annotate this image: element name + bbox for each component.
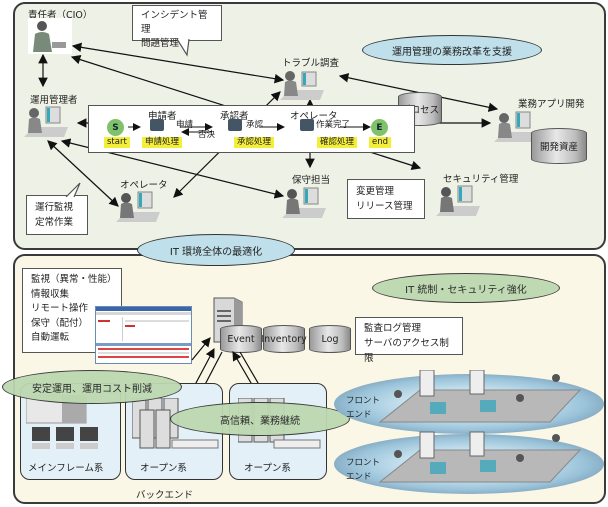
reliability-ellipse: 高信頼、業務継続 xyxy=(170,402,350,436)
actor-applicant: 申請者 xyxy=(148,111,177,122)
console-events xyxy=(98,348,189,360)
optimization-ellipse: IT 環境全体の最適化 xyxy=(137,234,295,266)
step-apply: 申請処理 xyxy=(142,137,183,148)
audit-box: 監査ログ管理 サーバのアクセス制限 xyxy=(355,317,463,364)
end-node: E xyxy=(371,119,388,136)
frontend-label-1: フロント エンド xyxy=(346,394,380,422)
operator-person-icon xyxy=(116,191,160,222)
function-item: リモート操作 xyxy=(31,303,89,314)
transition-apply: 申請 xyxy=(176,120,194,130)
audit-item: 監査ログ管理 xyxy=(364,323,422,334)
trouble-person-icon xyxy=(280,71,324,100)
callout-line: 定常作業 xyxy=(35,217,74,228)
transition-approve: 承認 xyxy=(246,120,264,130)
mainframe-icon xyxy=(26,395,98,449)
stable-ops-ellipse: 安定運用、運用コスト削減 xyxy=(2,370,182,404)
incident-callout: インシデント管理 問題管理 xyxy=(132,5,222,49)
actor-operator: オペレータ xyxy=(290,111,338,122)
frontend-label-line: エンド xyxy=(346,472,372,482)
backend-label: バックエンド xyxy=(136,490,194,501)
start-node: S xyxy=(107,119,124,136)
frontend-office-illustration xyxy=(378,370,582,483)
system-label-mainframe: メインフレーム系 xyxy=(28,463,104,474)
role-label-ops-manager: 運用管理者 xyxy=(30,95,78,106)
callout-line: リリース管理 xyxy=(356,201,413,212)
console-divider xyxy=(96,343,191,346)
frontend-label-2: フロント エンド xyxy=(346,456,380,484)
callout-line: 変更管理 xyxy=(356,186,395,197)
step-confirm: 確認処理 xyxy=(317,137,358,148)
role-label-security: セキュリティ管理 xyxy=(443,174,519,185)
function-item: 保守（配付） xyxy=(31,317,89,329)
frontend-label-line: エンド xyxy=(346,410,372,420)
audit-item: サーバのアクセス制限 xyxy=(364,338,449,364)
callout-tail xyxy=(65,182,81,197)
frontend-label-line: フロント xyxy=(346,396,381,406)
management-console-screenshot xyxy=(95,306,192,364)
dev-assets-database: 開発資産 xyxy=(531,128,587,164)
end-label: end xyxy=(369,137,392,148)
callout-line: 問題管理 xyxy=(141,38,180,49)
step-approve: 承認処理 xyxy=(234,137,275,148)
role-label-maintenance: 保守担当 xyxy=(292,175,331,186)
function-item: 自動運転 xyxy=(31,332,70,343)
monitoring-callout: 運行監視 定常作業 xyxy=(26,195,88,235)
ops-manager-person-icon xyxy=(24,106,68,137)
function-item: 監視（異常・性能） xyxy=(31,274,117,285)
cio-person-icon xyxy=(28,18,72,54)
system-label-open-2: オープン系 xyxy=(244,463,291,474)
role-label-trouble: トラブル調査 xyxy=(282,58,340,69)
workflow-arrows xyxy=(128,119,371,136)
console-list xyxy=(123,317,191,341)
function-item: 情報収集 xyxy=(31,288,70,300)
console-titlebar xyxy=(96,307,191,311)
transition-complete: 作業完了 xyxy=(316,120,351,130)
role-label-operator: オペレータ xyxy=(120,180,168,191)
callout-tail xyxy=(176,39,190,57)
role-label-cio: 責任者（CIO） xyxy=(28,10,93,21)
log-database: Log xyxy=(309,325,351,353)
inventory-database: Inventory xyxy=(261,325,307,353)
start-label: start xyxy=(104,137,130,148)
security-person-icon xyxy=(436,185,480,216)
console-menubar xyxy=(96,312,191,315)
maintenance-person-icon xyxy=(282,187,326,218)
callout-line: 運行監視 xyxy=(35,202,74,213)
console-body xyxy=(96,317,191,341)
transition-reject: 否決 xyxy=(198,130,216,140)
callout-line: インシデント管理 xyxy=(141,10,208,35)
event-database: Event xyxy=(220,325,262,353)
actor-approver: 承認者 xyxy=(220,111,249,122)
console-tree xyxy=(96,317,123,341)
frontend-label-line: フロント xyxy=(346,458,381,468)
system-label-open-1: オープン系 xyxy=(140,463,187,474)
governance-ellipse: IT 統制・セキュリティ強化 xyxy=(372,273,560,303)
goal-ellipse-ops-reform: 運用管理の業務改革を支援 xyxy=(362,35,542,65)
change-management-box: 変更管理 リリース管理 xyxy=(347,179,425,219)
business-app-person-icon xyxy=(494,111,538,142)
role-label-business-app: 業務アプリ開発 xyxy=(518,99,585,110)
